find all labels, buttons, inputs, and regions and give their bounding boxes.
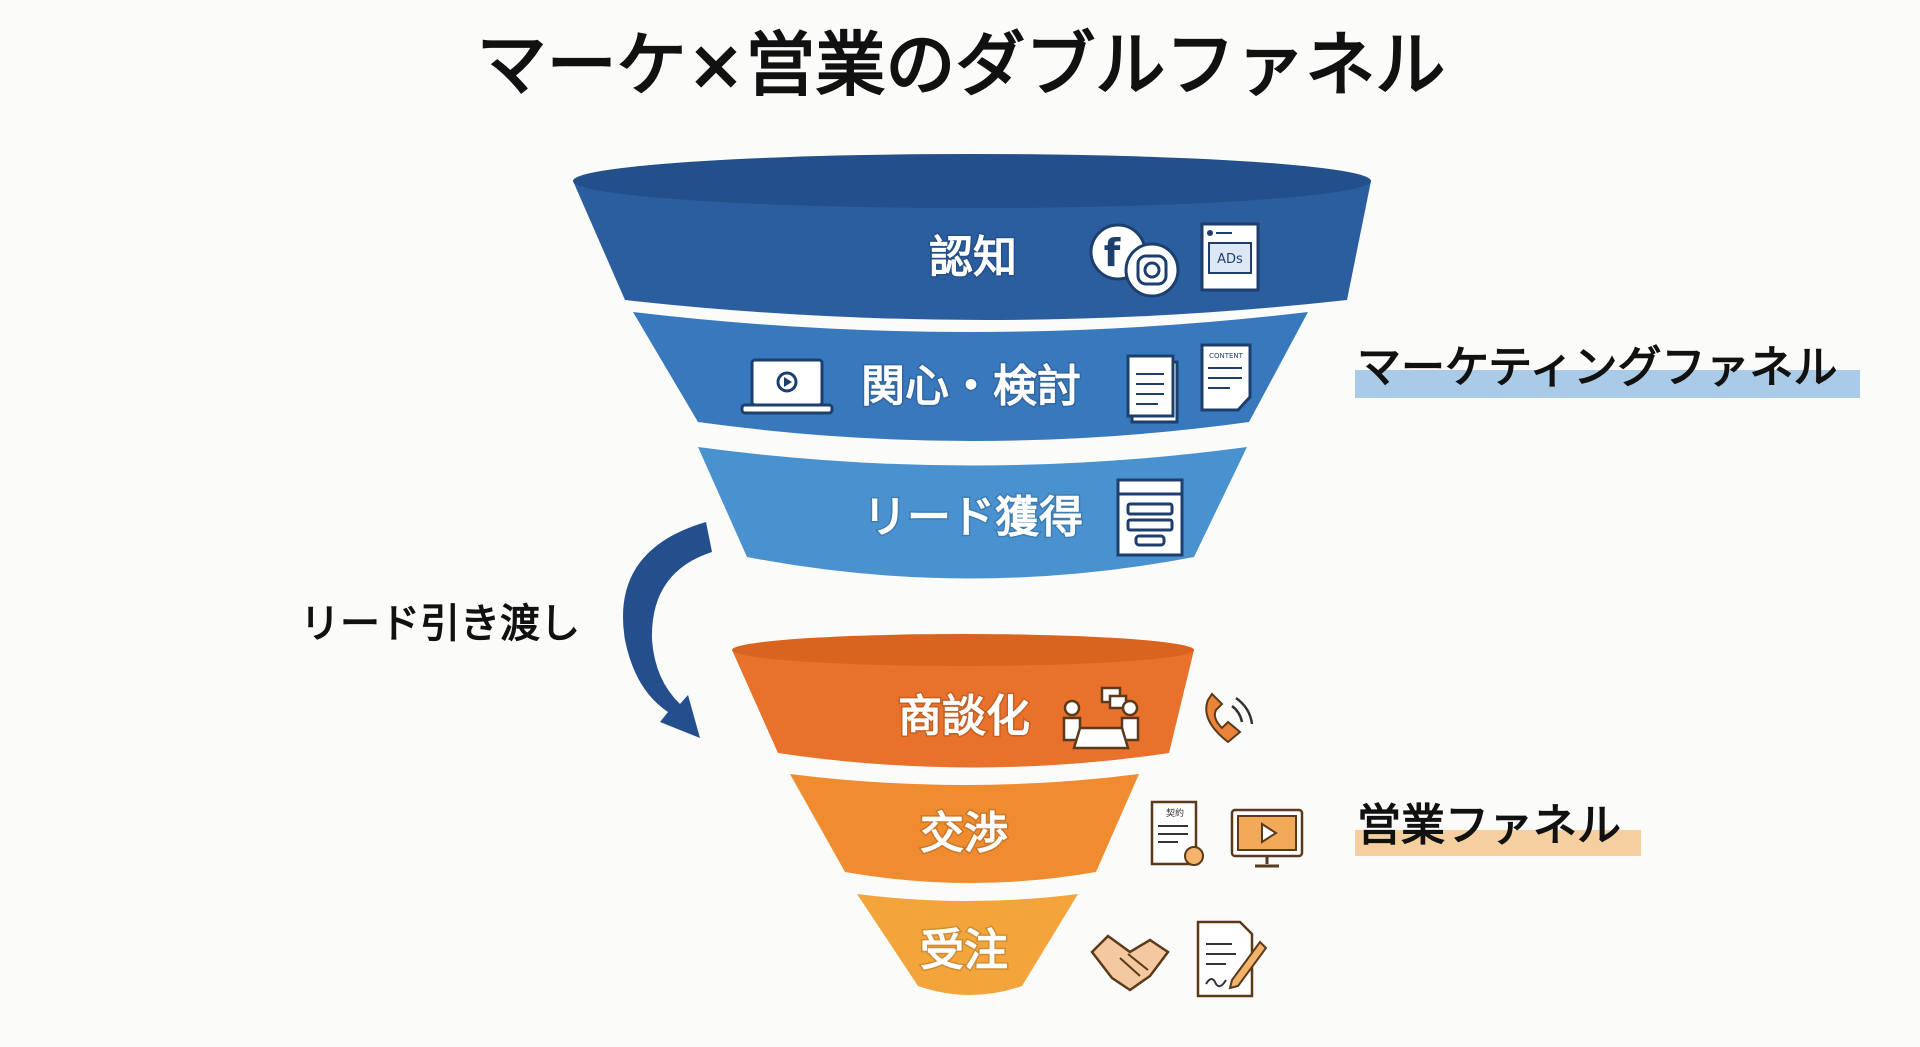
funnel-stage-order (857, 894, 1078, 995)
funnel-stage-negotiation (790, 774, 1139, 883)
meeting-icon (1062, 686, 1140, 750)
instagram-icon (1124, 242, 1180, 298)
stage-label: 受注 (920, 925, 1008, 976)
handoff-arrow (622, 522, 712, 738)
stage-label: リード獲得 (863, 492, 1083, 543)
web-form-icon (1116, 478, 1184, 557)
sales-highlight (1355, 830, 1641, 856)
sales-funnel-label: 営業ファネル (1357, 800, 1621, 851)
stage-label: 商談化 (898, 691, 1030, 742)
funnel-rim (732, 634, 1194, 666)
funnel-stage-lead (698, 447, 1247, 579)
svg-text:CONTENT: CONTENT (1209, 352, 1244, 360)
phone-icon (1205, 692, 1254, 744)
stage-label: 関心・検討 (861, 361, 1081, 412)
marketing-highlight (1355, 370, 1860, 398)
svg-text:ADs: ADs (1217, 252, 1243, 267)
funnel-rim (573, 154, 1371, 208)
ad-post-icon: ADs (1200, 222, 1260, 292)
marketing-funnel: 認知 関心・検討 リード獲得 f ADs CONTENT (573, 154, 1371, 579)
document-icon (1126, 354, 1179, 424)
page-title: マーケ×営業のダブルファネル (477, 24, 1446, 106)
sales-funnel: 商談化 交渉 受注 契約 (732, 634, 1304, 998)
stage-label: 交渉 (920, 808, 1008, 859)
contract-certificate-icon: 契約 (1150, 800, 1204, 866)
stage-label: 認知 (929, 232, 1017, 283)
laptop-video-icon (740, 358, 834, 415)
handshake-icon (1090, 934, 1170, 992)
monitor-play-icon (1230, 808, 1304, 868)
svg-text:契約: 契約 (1166, 807, 1184, 819)
content-document-icon: CONTENT (1200, 343, 1252, 412)
svg-text:f: f (1104, 231, 1121, 275)
marketing-funnel-label: マーケティングファネル (1357, 342, 1837, 393)
signed-document-icon (1196, 920, 1268, 998)
handoff-label: リード引き渡し (300, 601, 580, 647)
